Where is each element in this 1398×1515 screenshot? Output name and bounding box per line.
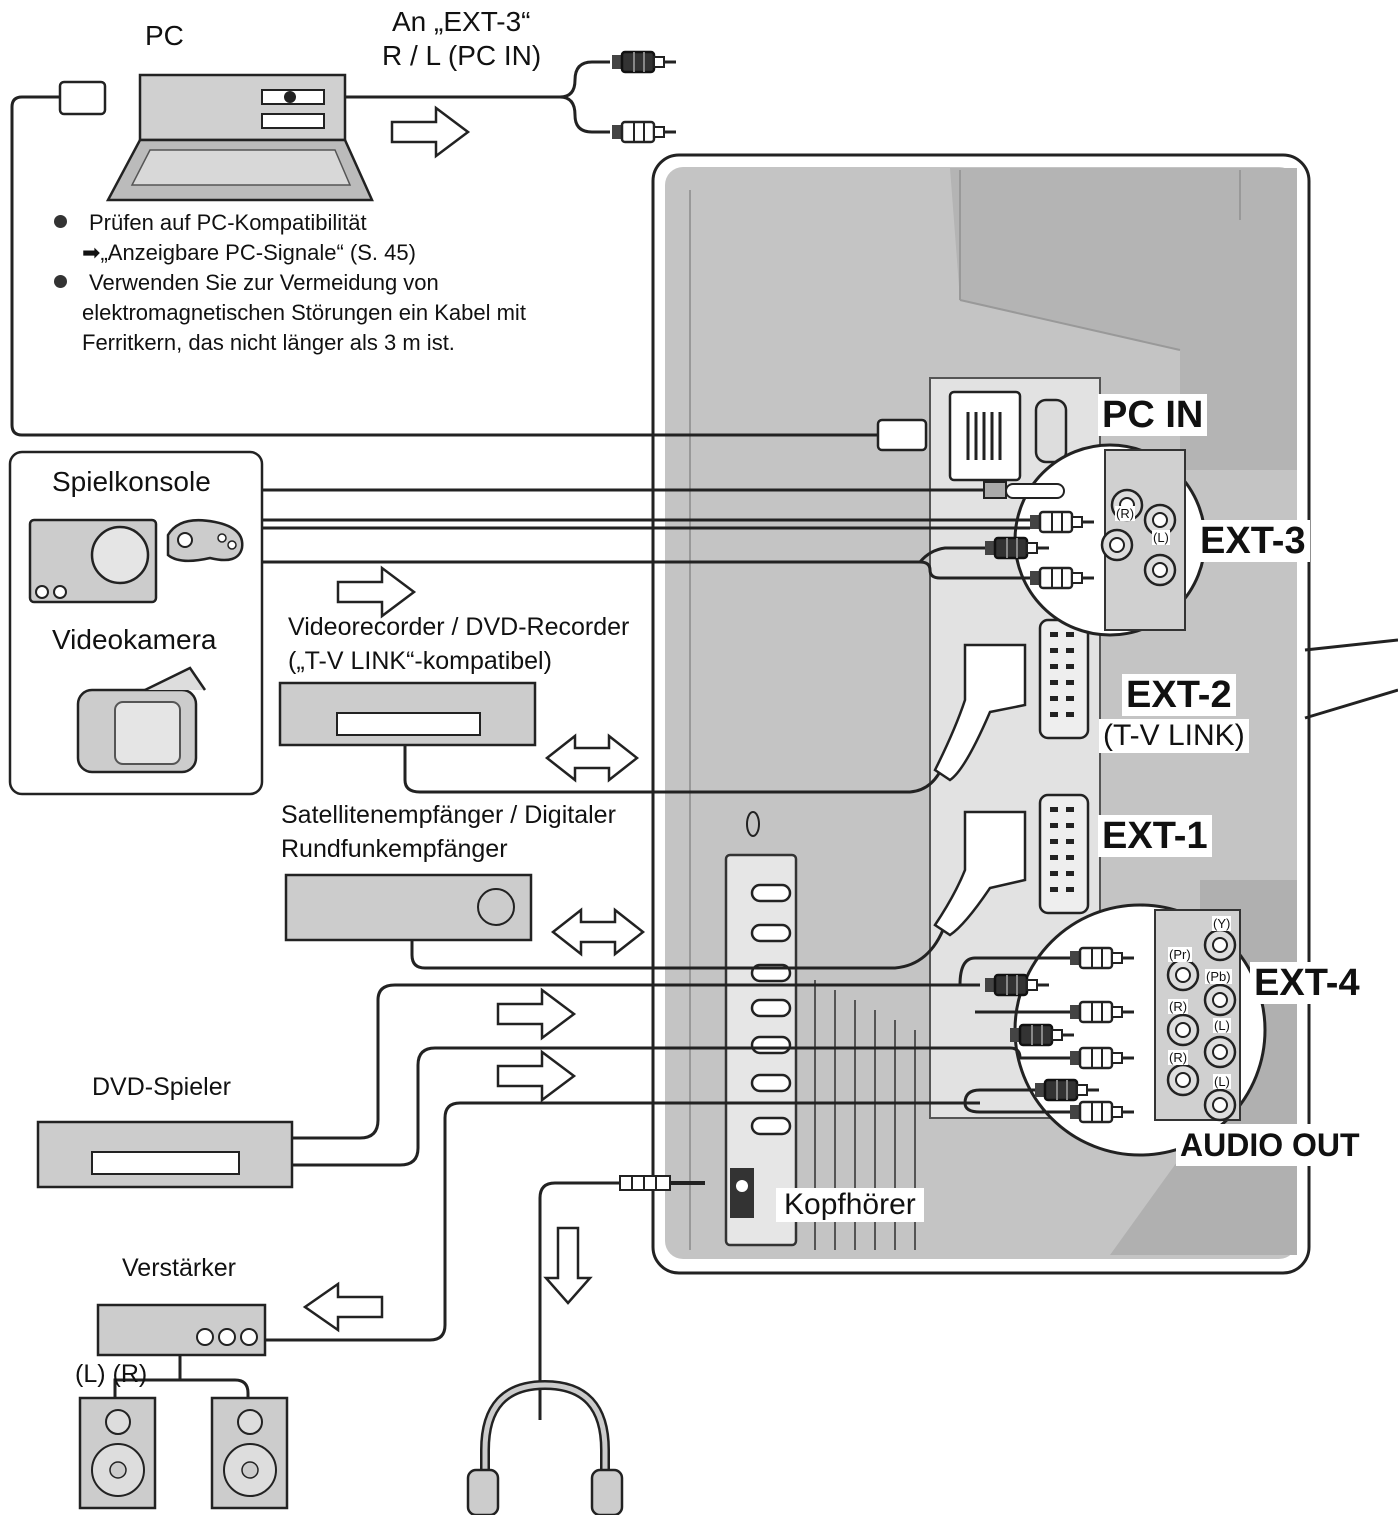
satellite-label-line2: Rundfunkempfänger <box>281 835 508 863</box>
bullet-icon <box>54 275 67 288</box>
recorder-label-line2: („T-V LINK“-kompatibel) <box>288 647 552 675</box>
jack-pb: (Pb) <box>1205 969 1232 984</box>
satellite-label-line1: Satellitenempfänger / Digitaler <box>281 801 616 829</box>
pc-note-2-line1: Verwenden Sie zur Vermeidung von <box>89 270 439 295</box>
speakers-device <box>78 1396 289 1510</box>
pc-note-1: Prüfen auf PC-Kompatibilität <box>89 210 367 235</box>
signal-arrows <box>302 106 645 1333</box>
pc-cable-note-line1: An „EXT-3“ <box>392 6 531 37</box>
speakers-label: (L) (R) <box>75 1360 148 1388</box>
amplifier-device <box>96 1303 267 1357</box>
bullet-icon <box>54 215 67 228</box>
scart-ext1 <box>1038 793 1090 915</box>
audio-out-jack-r: (R) <box>1168 1050 1189 1065</box>
jack-y: (Y) <box>1212 916 1232 931</box>
audio-out-jack-l: (L) <box>1213 1074 1231 1089</box>
pc-device <box>58 73 374 202</box>
pc-notes: Prüfen auf PC-Kompatibilität ➡„Anzeigbar… <box>54 208 526 358</box>
headphones-icon <box>466 1379 624 1515</box>
recorder-label-line1: Videorecorder / DVD-Recorder <box>288 613 630 641</box>
jack-pr: (Pr) <box>1168 947 1192 962</box>
port-ext2-sub: (T-V LINK) <box>1099 719 1249 753</box>
arrow-right-icon: ➡ <box>82 240 101 265</box>
satellite-receiver-device <box>284 873 533 942</box>
console-label: Spielkonsole <box>52 466 211 497</box>
pc-label: PC <box>145 20 184 51</box>
camcorder-label: Videokamera <box>52 624 217 655</box>
plugs <box>610 50 1136 1191</box>
pc-note-1-ref: „Anzeigbare PC-Signale“ (S. 45) <box>100 240 416 265</box>
port-headphones: Kopfhörer <box>776 1188 924 1222</box>
dvd-player-device <box>36 1120 294 1189</box>
pc-note-2-line2: elektromagnetischen Störungen ein Kabel … <box>82 300 526 325</box>
tv-rear-panel <box>651 153 1398 1275</box>
amplifier-label: Verstärker <box>122 1254 236 1282</box>
port-ext1: EXT-1 <box>1098 815 1212 857</box>
video-recorder-device <box>278 681 537 747</box>
pc-note-2-line3: Ferritkern, das nicht länger als 3 m ist… <box>82 330 455 355</box>
dvd-player-label: DVD-Spieler <box>92 1073 231 1101</box>
port-audio-out: AUDIO OUT <box>1176 1124 1364 1166</box>
cables <box>10 60 1070 1420</box>
ext3-jack-l: (L) <box>1152 530 1170 545</box>
pc-cable-note-line2: R / L (PC IN) <box>382 40 542 71</box>
ext3-jack-r: (R) <box>1115 506 1136 521</box>
ext4-jack-l: (L) <box>1213 1018 1231 1033</box>
ext4-jack-r: (R) <box>1168 999 1189 1014</box>
port-ext2: EXT-2 <box>1122 674 1236 716</box>
port-ext4: EXT-4 <box>1250 962 1364 1004</box>
port-ext3: EXT-3 <box>1196 520 1310 562</box>
scart-ext2 <box>1038 618 1090 740</box>
ext3-zoom <box>1013 443 1207 637</box>
vga-port <box>948 390 1068 482</box>
port-pc-in: PC IN <box>1098 394 1208 436</box>
input-devices-box <box>8 450 264 796</box>
